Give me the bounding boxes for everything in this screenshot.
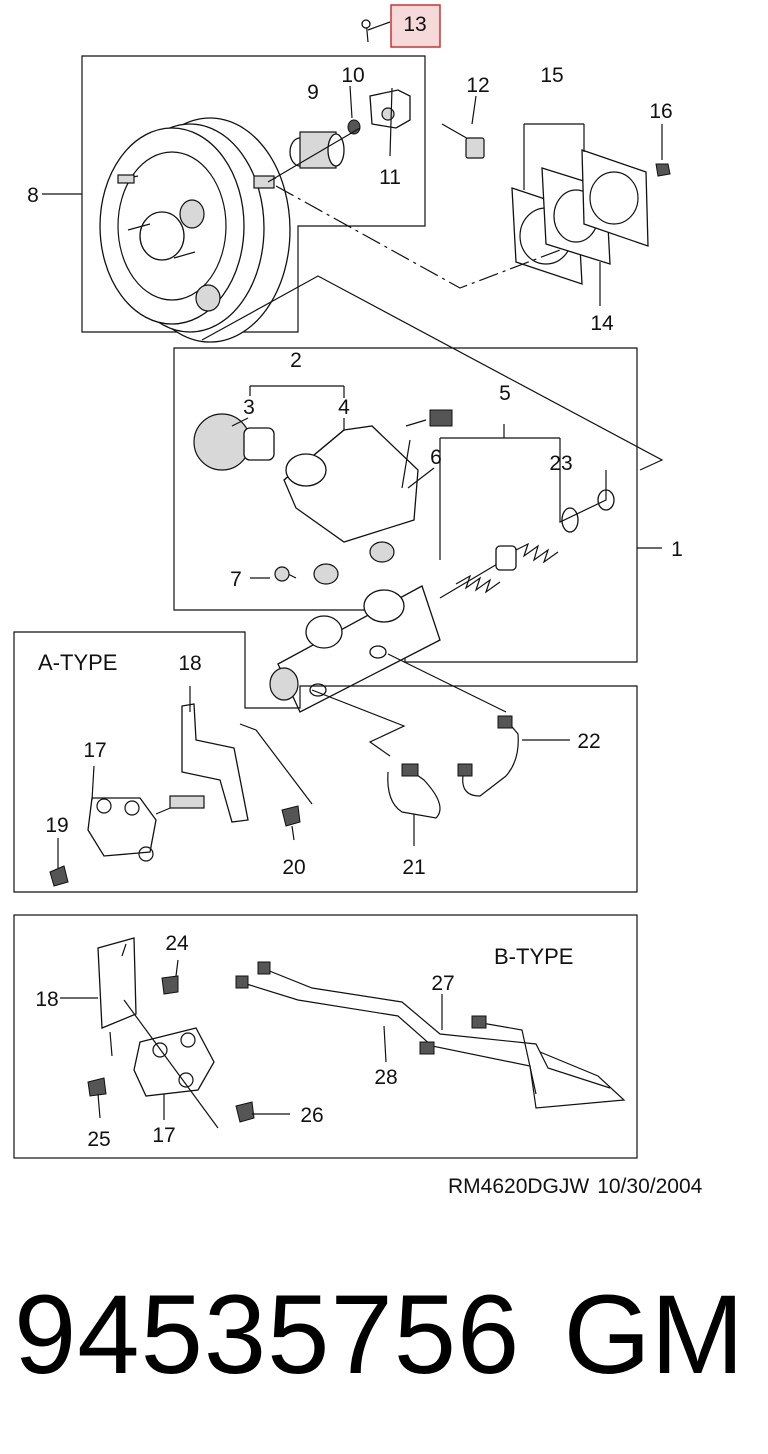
callout-9: 9 [307, 81, 319, 104]
callout-15: 15 [540, 64, 563, 87]
section-a-type: A-TYPE [38, 650, 117, 675]
leader-lines [42, 21, 663, 1120]
assembly-diagonal-box [201, 275, 664, 471]
b-type-frame [13, 914, 638, 1159]
callout-4: 4 [338, 396, 350, 419]
alignment-line-booster [275, 185, 561, 289]
callout-6: 6 [430, 446, 442, 469]
callout-24: 24 [165, 932, 189, 955]
callout-11: 11 [379, 166, 401, 189]
callout-2: 2 [290, 349, 302, 372]
callout-1: 1 [671, 538, 683, 561]
callout-17-a: 17 [83, 739, 106, 762]
callout-22: 22 [577, 730, 600, 753]
callout-18-b: 18 [35, 988, 58, 1011]
callout-21: 21 [402, 856, 425, 879]
callout-5: 5 [499, 382, 511, 405]
brake-booster [99, 117, 291, 343]
callout-20: 20 [282, 856, 305, 879]
document-reference: RM4620DGJW 10/30/2004 [448, 1175, 710, 1199]
part-number: 94535756 [14, 1272, 521, 1397]
reservoir [193, 409, 453, 585]
brake-master-cylinder-diagram: 10 12 15 9 16 11 8 14 2 5 3 4 6 23 1 7 A… [13, 4, 683, 1159]
a-type-frame [13, 631, 638, 893]
callout-28: 28 [374, 1066, 397, 1089]
callout-16: 16 [649, 100, 672, 123]
part-caption: 94535756 GM [14, 1270, 754, 1400]
b-type-pipes [235, 961, 626, 1109]
highlight-box-13 [390, 4, 441, 48]
callout-10: 10 [341, 64, 364, 87]
brand-name: GM [563, 1272, 744, 1397]
callout-23: 23 [549, 452, 572, 475]
callout-25: 25 [87, 1128, 110, 1151]
callout-14: 14 [590, 312, 614, 335]
gaskets [511, 149, 671, 285]
callout-26: 26 [300, 1104, 323, 1127]
a-type-valve [49, 703, 313, 887]
callout-18-a: 18 [178, 652, 201, 675]
callout-27: 27 [431, 972, 454, 995]
callout-13: 13 [403, 13, 426, 36]
a-type-pipes [311, 653, 519, 819]
callout-3: 3 [243, 396, 255, 419]
clevis-pin [441, 123, 485, 159]
clip-13 [361, 19, 371, 43]
document-code: RM4620DGJW [448, 1175, 590, 1198]
document-date: 10/30/2004 [597, 1175, 703, 1198]
master-cylinder [269, 559, 505, 713]
callout-17-b: 17 [152, 1124, 175, 1147]
callout-7: 7 [230, 568, 242, 591]
b-type-valve [87, 937, 255, 1129]
callout-19: 19 [45, 814, 68, 837]
callout-8: 8 [27, 184, 39, 207]
callout-12: 12 [466, 74, 489, 97]
section-b-type: B-TYPE [494, 944, 573, 969]
booster-frame [81, 55, 426, 333]
